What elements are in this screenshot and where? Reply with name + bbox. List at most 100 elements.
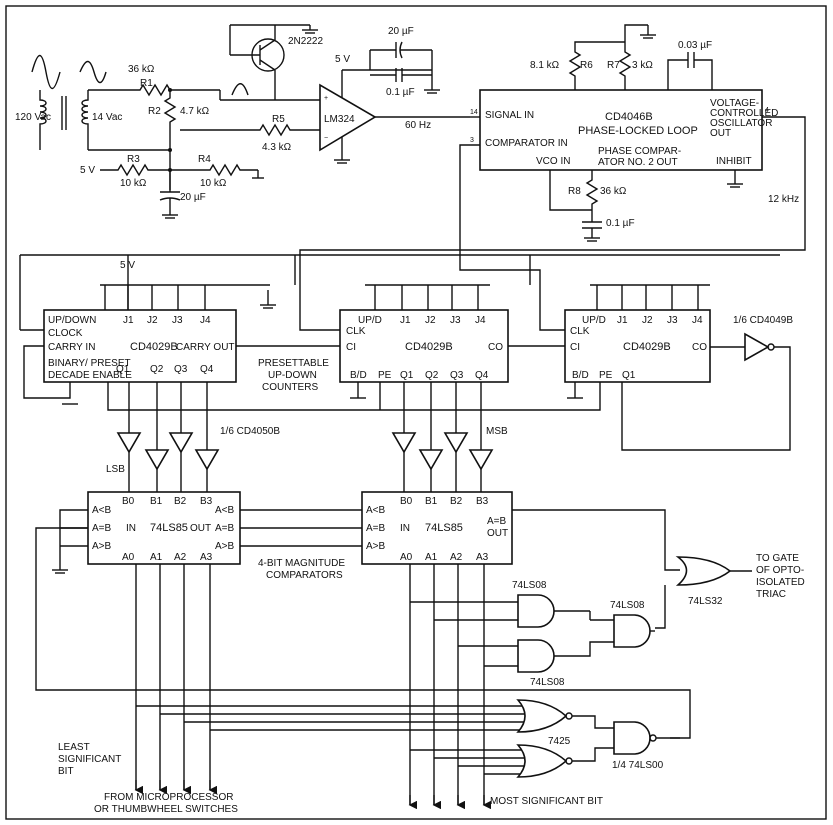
and-gate-3-label: 74LS08 bbox=[610, 600, 645, 611]
comparator-1-name: 74LS85 bbox=[150, 522, 188, 534]
buffer-row-left bbox=[116, 382, 220, 471]
resistor-r6 bbox=[568, 41, 625, 90]
nor-gate-2 bbox=[516, 744, 568, 778]
mains-label: 120 Vac bbox=[15, 112, 51, 123]
cap-20uf-top-value: 20 µF bbox=[388, 26, 414, 37]
resistor-r7 bbox=[618, 24, 648, 90]
svg-text:J2: J2 bbox=[425, 315, 436, 326]
pll-subtitle: PHASE-LOCKED LOOP bbox=[578, 125, 698, 137]
r1-value: 36 kΩ bbox=[128, 64, 155, 75]
svg-text:A=B: A=B bbox=[215, 523, 235, 534]
svg-text:B/D: B/D bbox=[572, 370, 589, 381]
svg-text:COUNTERS: COUNTERS bbox=[262, 382, 318, 393]
svg-text:CO: CO bbox=[488, 342, 503, 353]
svg-text:B3: B3 bbox=[476, 496, 489, 507]
r5-value: 4.3 kΩ bbox=[262, 142, 292, 153]
counter-1 bbox=[43, 285, 237, 383]
r6-value: 8.1 kΩ bbox=[530, 60, 560, 71]
counter-2-name: CD4029B bbox=[405, 341, 453, 353]
svg-text:Q4: Q4 bbox=[200, 364, 214, 375]
svg-text:LEAST: LEAST bbox=[58, 742, 90, 753]
r6-label: R6 bbox=[580, 60, 593, 71]
r4-label: R4 bbox=[198, 154, 211, 165]
cap-01uf-top-value: 0.1 µF bbox=[386, 87, 415, 98]
comparator-1 bbox=[87, 491, 241, 565]
r4-value: 10 kΩ bbox=[200, 178, 227, 189]
svg-text:CLOCK: CLOCK bbox=[48, 328, 83, 339]
and-gate-3 bbox=[613, 614, 651, 648]
svg-text:Q2: Q2 bbox=[425, 370, 439, 381]
svg-text:A<B: A<B bbox=[215, 505, 235, 516]
transistor-2n2222 bbox=[219, 24, 320, 101]
svg-text:UP/D: UP/D bbox=[582, 315, 606, 326]
svg-text:4: 4 bbox=[765, 107, 769, 114]
svg-text:B2: B2 bbox=[450, 496, 463, 507]
svg-text:A2: A2 bbox=[174, 552, 187, 563]
nand-gate-74ls00 bbox=[613, 721, 651, 755]
svg-text:CLK: CLK bbox=[346, 326, 366, 337]
svg-text:A2: A2 bbox=[450, 552, 463, 563]
svg-text:TRIAC: TRIAC bbox=[756, 589, 786, 600]
svg-text:B1: B1 bbox=[150, 496, 163, 507]
comparator-2-name: 74LS85 bbox=[425, 522, 463, 534]
pll-name: CD4046B bbox=[605, 111, 653, 123]
r2-label: R2 bbox=[148, 106, 161, 117]
svg-text:A0: A0 bbox=[400, 552, 413, 563]
transformer bbox=[39, 89, 130, 151]
pll-vco-c: OSCILLATOR bbox=[710, 118, 772, 129]
r3-value: 10 kΩ bbox=[120, 178, 147, 189]
r5-label: R5 bbox=[272, 114, 285, 125]
pll-vco-d: OUT bbox=[710, 128, 731, 139]
pll-comparator-in: COMPARATOR IN bbox=[485, 138, 568, 149]
svg-text:Q1: Q1 bbox=[116, 364, 130, 375]
svg-text:A<B: A<B bbox=[92, 505, 112, 516]
svg-text:J3: J3 bbox=[172, 315, 183, 326]
svg-text:OF OPTO-: OF OPTO- bbox=[756, 565, 804, 576]
pll-pc2-b: ATOR NO. 2 OUT bbox=[598, 157, 678, 168]
buffer-row-right bbox=[391, 382, 494, 471]
svg-text:4-BIT MAGNITUDE: 4-BIT MAGNITUDE bbox=[258, 558, 345, 569]
counter-2 bbox=[339, 285, 509, 383]
svg-text:CI: CI bbox=[346, 342, 356, 353]
resistor-r2 bbox=[163, 90, 177, 190]
svg-text:DECADE ENABLE: DECADE ENABLE bbox=[48, 370, 132, 381]
diagram-frame bbox=[5, 5, 827, 820]
svg-text:B0: B0 bbox=[400, 496, 413, 507]
svg-text:J1: J1 bbox=[123, 315, 134, 326]
svg-text:J1: J1 bbox=[400, 315, 411, 326]
svg-text:J3: J3 bbox=[667, 315, 678, 326]
and-gate-2-label: 74LS08 bbox=[530, 677, 565, 688]
r2-value: 4.7 kΩ bbox=[180, 106, 210, 117]
svg-text:OR THUMBWHEEL SWITCHES: OR THUMBWHEEL SWITCHES bbox=[94, 804, 238, 815]
svg-text:A=B: A=B bbox=[366, 523, 386, 534]
svg-text:3: 3 bbox=[470, 137, 474, 144]
svg-text:J4: J4 bbox=[475, 315, 486, 326]
svg-text:+: + bbox=[324, 95, 328, 102]
svg-text:A>B: A>B bbox=[92, 541, 112, 552]
svg-text:CI: CI bbox=[570, 342, 580, 353]
pll-cd4046b bbox=[479, 89, 763, 171]
input-waveform-icons bbox=[31, 54, 249, 96]
pll-vco-a: VOLTAGE- bbox=[710, 98, 759, 109]
pll-inhibit: INHIBIT bbox=[716, 156, 752, 167]
svg-text:A=B: A=B bbox=[487, 516, 507, 527]
svg-text:A1: A1 bbox=[425, 552, 438, 563]
r7-label: R7 bbox=[607, 60, 620, 71]
and-gate-1 bbox=[517, 594, 555, 628]
svg-text:UP/DOWN: UP/DOWN bbox=[48, 315, 96, 326]
freq-60hz-label: 60 Hz bbox=[405, 120, 431, 131]
svg-text:A3: A3 bbox=[476, 552, 489, 563]
or-gate-74ls32 bbox=[675, 556, 732, 586]
op-5v-label: 5 V bbox=[335, 54, 350, 65]
svg-text:CARRY IN: CARRY IN bbox=[48, 342, 95, 353]
svg-text:IN: IN bbox=[126, 523, 136, 534]
svg-text:A=B: A=B bbox=[92, 523, 112, 534]
svg-text:CLK: CLK bbox=[570, 326, 590, 337]
svg-text:IN: IN bbox=[400, 523, 410, 534]
svg-text:A1: A1 bbox=[150, 552, 163, 563]
transistor-label: 2N2222 bbox=[288, 36, 323, 47]
svg-text:COMPARATORS: COMPARATORS bbox=[266, 570, 343, 581]
svg-text:B2: B2 bbox=[174, 496, 187, 507]
